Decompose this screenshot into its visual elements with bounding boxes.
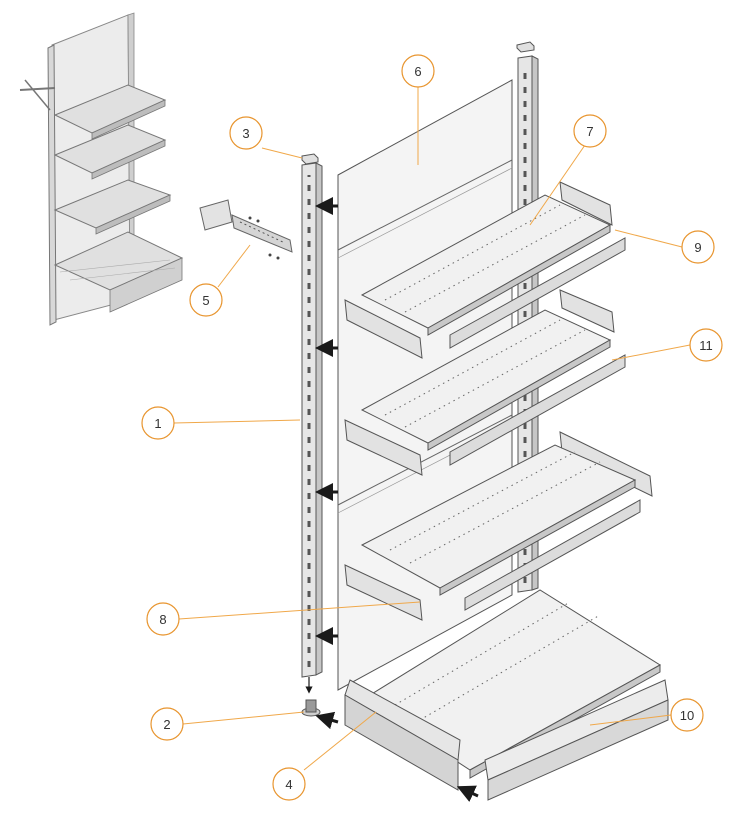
assembly-arrows bbox=[315, 197, 479, 802]
svg-text:6: 6 bbox=[414, 64, 421, 79]
assembled-unit-thumbnail bbox=[19, 12, 184, 326]
callout-10: 10 bbox=[670, 698, 704, 732]
plinth-part bbox=[344, 679, 461, 791]
svg-text:10: 10 bbox=[680, 708, 694, 723]
callout-11: 11 bbox=[689, 328, 723, 362]
callout-4: 4 bbox=[272, 767, 306, 801]
callout-9: 9 bbox=[681, 230, 715, 264]
svg-text:7: 7 bbox=[586, 124, 593, 139]
svg-text:5: 5 bbox=[202, 293, 209, 308]
kickplate-part bbox=[484, 679, 669, 801]
callout-2: 2 bbox=[150, 707, 184, 741]
callout-1: 1 bbox=[141, 406, 175, 440]
left-upright-part bbox=[301, 162, 323, 694]
leader-lines bbox=[173, 86, 691, 771]
shelf-brackets bbox=[344, 181, 653, 621]
shelf-2 bbox=[360, 309, 626, 466]
callout-3: 3 bbox=[229, 116, 263, 150]
svg-text:3: 3 bbox=[242, 126, 249, 141]
shelf-1 bbox=[360, 194, 626, 349]
callout-8: 8 bbox=[146, 602, 180, 636]
foot-part bbox=[301, 699, 321, 717]
shelf-3 bbox=[360, 444, 641, 611]
svg-text:2: 2 bbox=[163, 717, 170, 732]
svg-text:8: 8 bbox=[159, 612, 166, 627]
svg-text:4: 4 bbox=[285, 777, 292, 792]
callout-5: 5 bbox=[189, 283, 223, 317]
svg-text:1: 1 bbox=[154, 416, 161, 431]
svg-text:9: 9 bbox=[694, 240, 701, 255]
callout-7: 7 bbox=[573, 114, 607, 148]
callout-6: 6 bbox=[401, 54, 435, 88]
top-cap-part bbox=[301, 153, 319, 165]
svg-text:11: 11 bbox=[699, 338, 713, 353]
bracket-set-part bbox=[199, 199, 293, 260]
